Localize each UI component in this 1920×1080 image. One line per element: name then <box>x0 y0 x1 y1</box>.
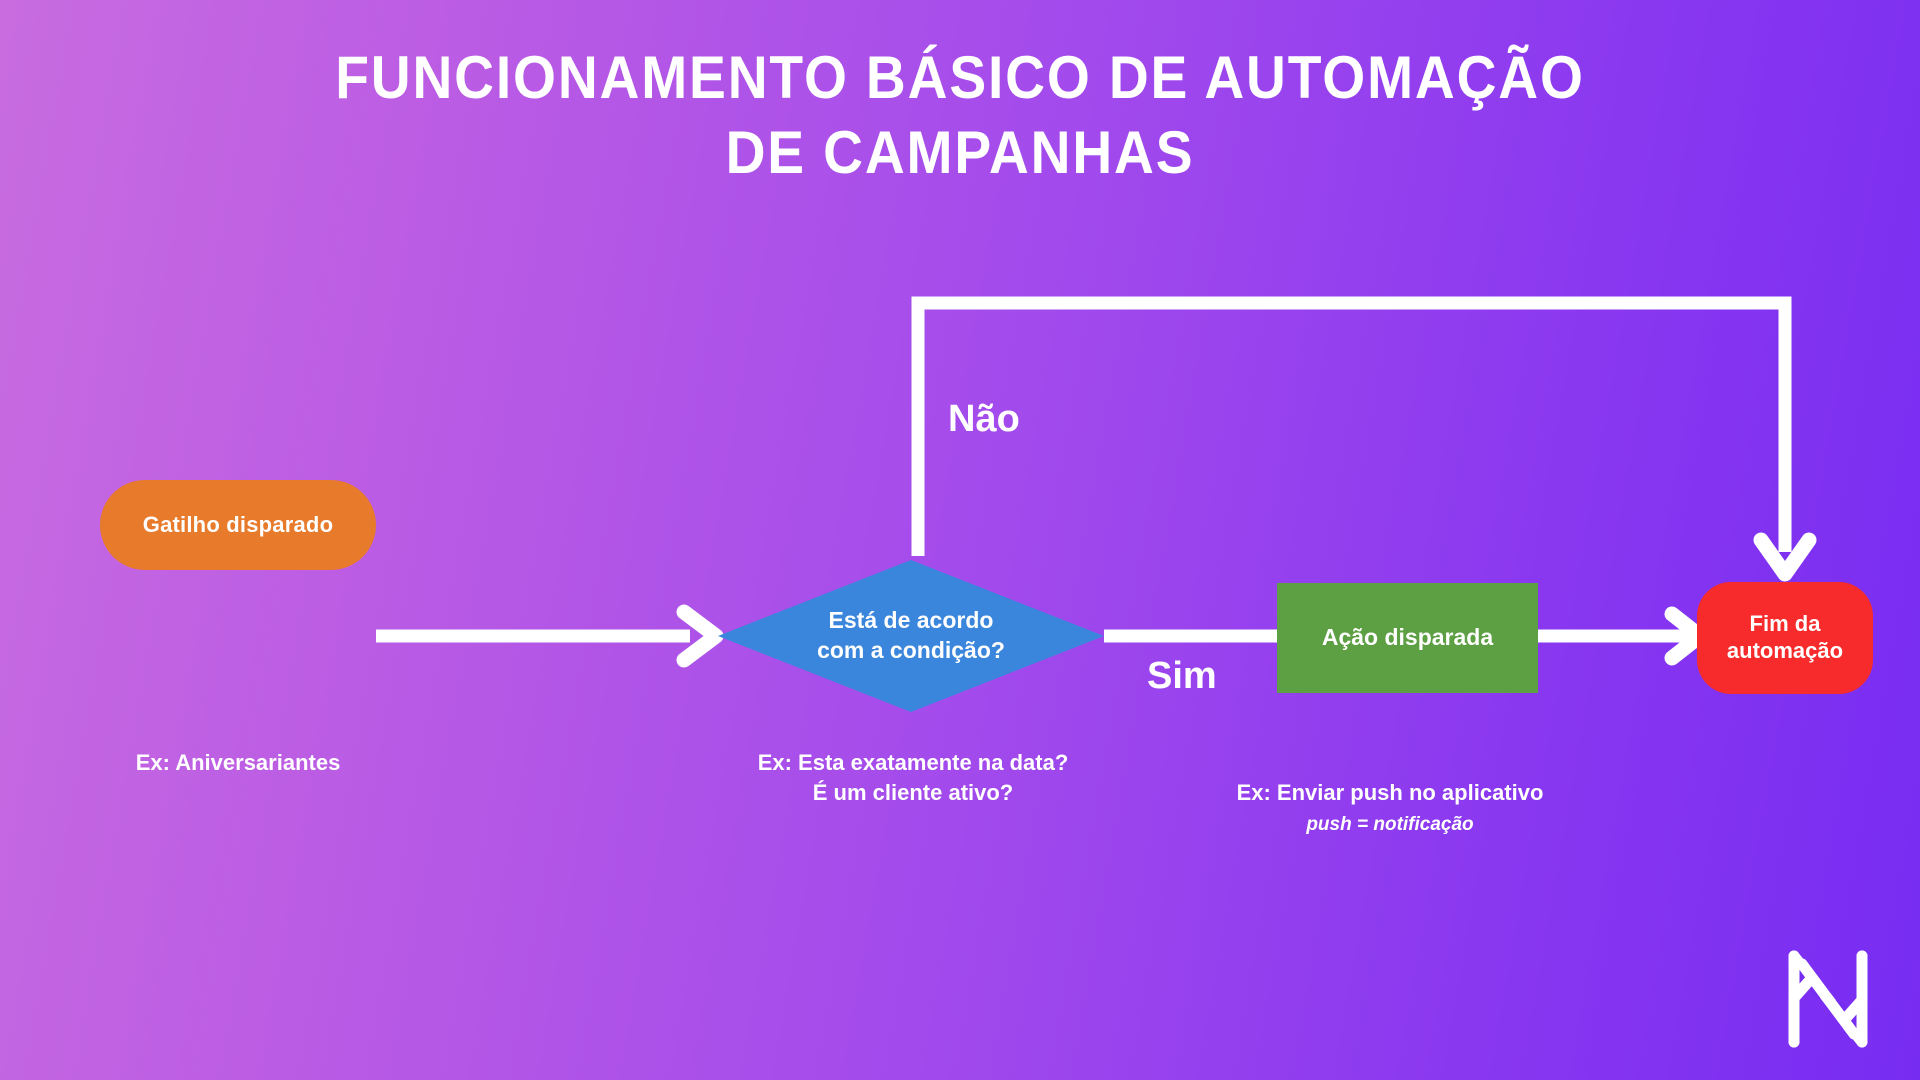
page-title: FUNCIONAMENTO BÁSICO DE AUTOMAÇÃO DE CAM… <box>0 40 1920 190</box>
caption-action-note: push = notificação <box>1306 813 1474 835</box>
caption-action: Ex: Enviar push no aplicativo push = not… <box>1180 748 1600 868</box>
n-logo-icon <box>1787 950 1869 1048</box>
node-action[interactable]: Ação disparada <box>1277 583 1538 693</box>
page-title-line-2: DE CAMPANHAS <box>725 119 1195 186</box>
node-trigger[interactable]: Gatilho disparado <box>100 480 376 570</box>
edge-trigger-to-condition <box>376 604 724 668</box>
caption-action-main: Ex: Enviar push no aplicativo <box>1236 780 1544 806</box>
page-title-line-1: FUNCIONAMENTO BÁSICO DE AUTOMAÇÃO <box>335 44 1585 111</box>
node-end[interactable]: Fim da automação <box>1697 582 1873 694</box>
node-condition[interactable]: Está de acordo com a condição? <box>718 560 1104 712</box>
caption-condition: Ex: Esta exatamente na data? É um client… <box>757 750 1069 806</box>
branch-label-yes: Sim <box>1147 655 1217 697</box>
node-trigger-label: Gatilho disparado <box>142 511 334 537</box>
edge-action-to-end <box>1538 606 1708 666</box>
node-end-label: Fim da automação <box>1726 611 1844 663</box>
caption-trigger: Ex: Aniversariantes <box>135 750 341 775</box>
edge-condition-to-end-no <box>911 296 1817 582</box>
branch-label-no: Não <box>948 398 1020 440</box>
node-action-label: Ação disparada <box>1321 624 1494 651</box>
node-condition-label: Está de acordo com a condição? <box>817 607 1005 663</box>
